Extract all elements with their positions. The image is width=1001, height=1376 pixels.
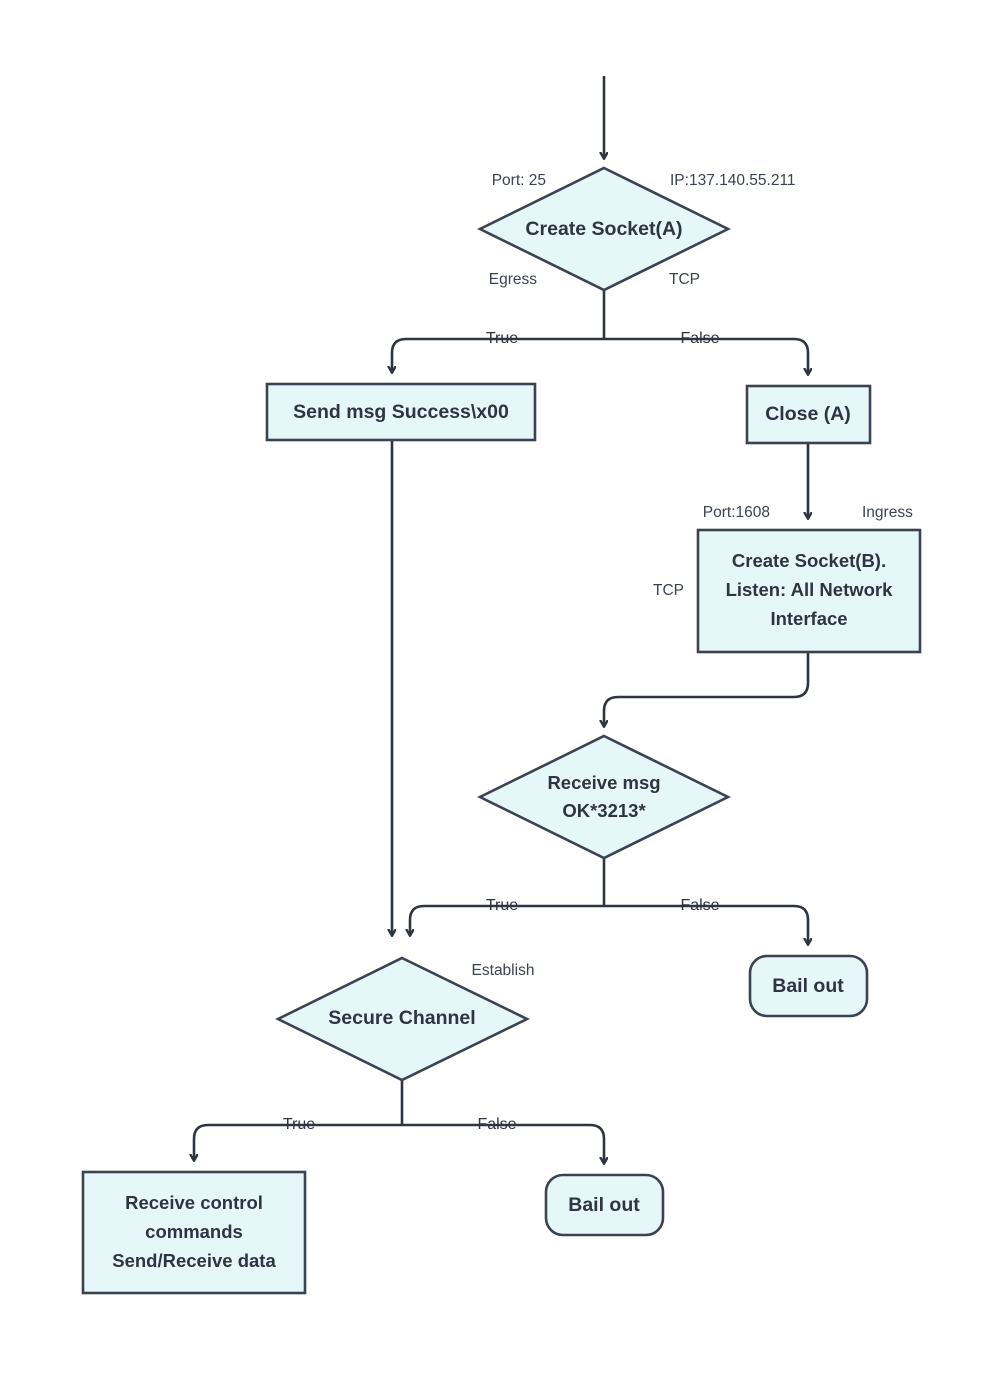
bail-out-upper-rect (748, 954, 869, 1018)
annotation-ip-address: IP:137.140.55.211 (670, 172, 796, 189)
bail-out-lower-rect (544, 1173, 665, 1237)
annotation-establish: Establish (472, 962, 535, 979)
receive-control-commands-label-line2: commands (145, 1221, 243, 1242)
annotation-tcp-b: TCP (653, 582, 684, 599)
create-socket-b-label-line3: Interface (770, 608, 847, 629)
node-secure-channel[interactable]: Secure Channel (275, 956, 530, 1082)
node-bail-out-lower[interactable]: Bail out (544, 1173, 665, 1237)
connector-create-socket-a-true (392, 337, 604, 372)
send-msg-success-label: Send msg Success\x00 (293, 401, 509, 423)
send-msg-success-rect (265, 382, 537, 442)
edge-label-create-socket-a-false: False (680, 330, 719, 347)
annotation-port-25: Port: 25 (492, 172, 546, 189)
node-receive-msg-ok[interactable]: Receive msg OK*3213* (477, 734, 731, 860)
receive-control-commands-rect (81, 1170, 307, 1295)
secure-channel-label: Secure Channel (328, 1007, 475, 1029)
close-a-rect (745, 384, 872, 445)
receive-msg-ok-label-line2: OK*3213* (562, 800, 646, 821)
connector-receive-msg-false (604, 904, 808, 944)
create-socket-a-label: Create Socket(A) (525, 218, 682, 240)
create-socket-b-label-line2: Listen: All Network (726, 579, 894, 600)
create-socket-b-rect (696, 528, 922, 654)
receive-control-commands-label-line1: Receive control (125, 1192, 263, 1213)
edge-label-secure-channel-true: True (283, 1116, 315, 1133)
close-a-label: Close (A) (765, 403, 851, 425)
secure-channel-diamond (275, 956, 530, 1082)
edge-label-receive-msg-false: False (680, 897, 719, 914)
connector-secure-channel-false (402, 1123, 604, 1163)
annotation-egress: Egress (489, 271, 537, 288)
receive-msg-ok-label-line1: Receive msg (547, 772, 660, 793)
annotation-ingress: Ingress (862, 504, 913, 521)
connector-create-socket-a-false (604, 337, 808, 374)
bail-out-upper-label: Bail out (772, 975, 844, 997)
annotation-tcp-a: TCP (669, 271, 700, 288)
edge-label-secure-channel-false: False (477, 1116, 516, 1133)
node-close-a[interactable]: Close (A) (745, 384, 872, 445)
connector-secure-channel-true (194, 1123, 402, 1160)
annotation-group: Port: 25 IP:137.140.55.211 Egress TCP Po… (472, 172, 914, 979)
create-socket-b-label-line1: Create Socket(B). (732, 550, 886, 571)
node-send-msg-success[interactable]: Send msg Success\x00 (265, 382, 537, 442)
connector-receive-msg-true (410, 904, 604, 935)
receive-control-commands-label-line3: Send/Receive data (112, 1250, 276, 1271)
create-socket-a-diamond (477, 166, 731, 292)
edge-label-group: True False True False True False (283, 330, 720, 1133)
node-bail-out-upper[interactable]: Bail out (748, 954, 869, 1018)
connector-create-socket-b-to-receive-msg (604, 652, 810, 726)
node-create-socket-b[interactable]: Create Socket(B). Listen: All Network In… (696, 528, 922, 654)
receive-msg-ok-diamond (477, 734, 731, 860)
annotation-port-1608: Port:1608 (703, 504, 770, 521)
edge-label-create-socket-a-true: True (486, 330, 518, 347)
node-receive-control-commands[interactable]: Receive control commands Send/Receive da… (81, 1170, 307, 1295)
edge-label-receive-msg-true: True (486, 897, 518, 914)
bail-out-lower-label: Bail out (568, 1194, 640, 1216)
node-create-socket-a[interactable]: Create Socket(A) (477, 166, 731, 292)
